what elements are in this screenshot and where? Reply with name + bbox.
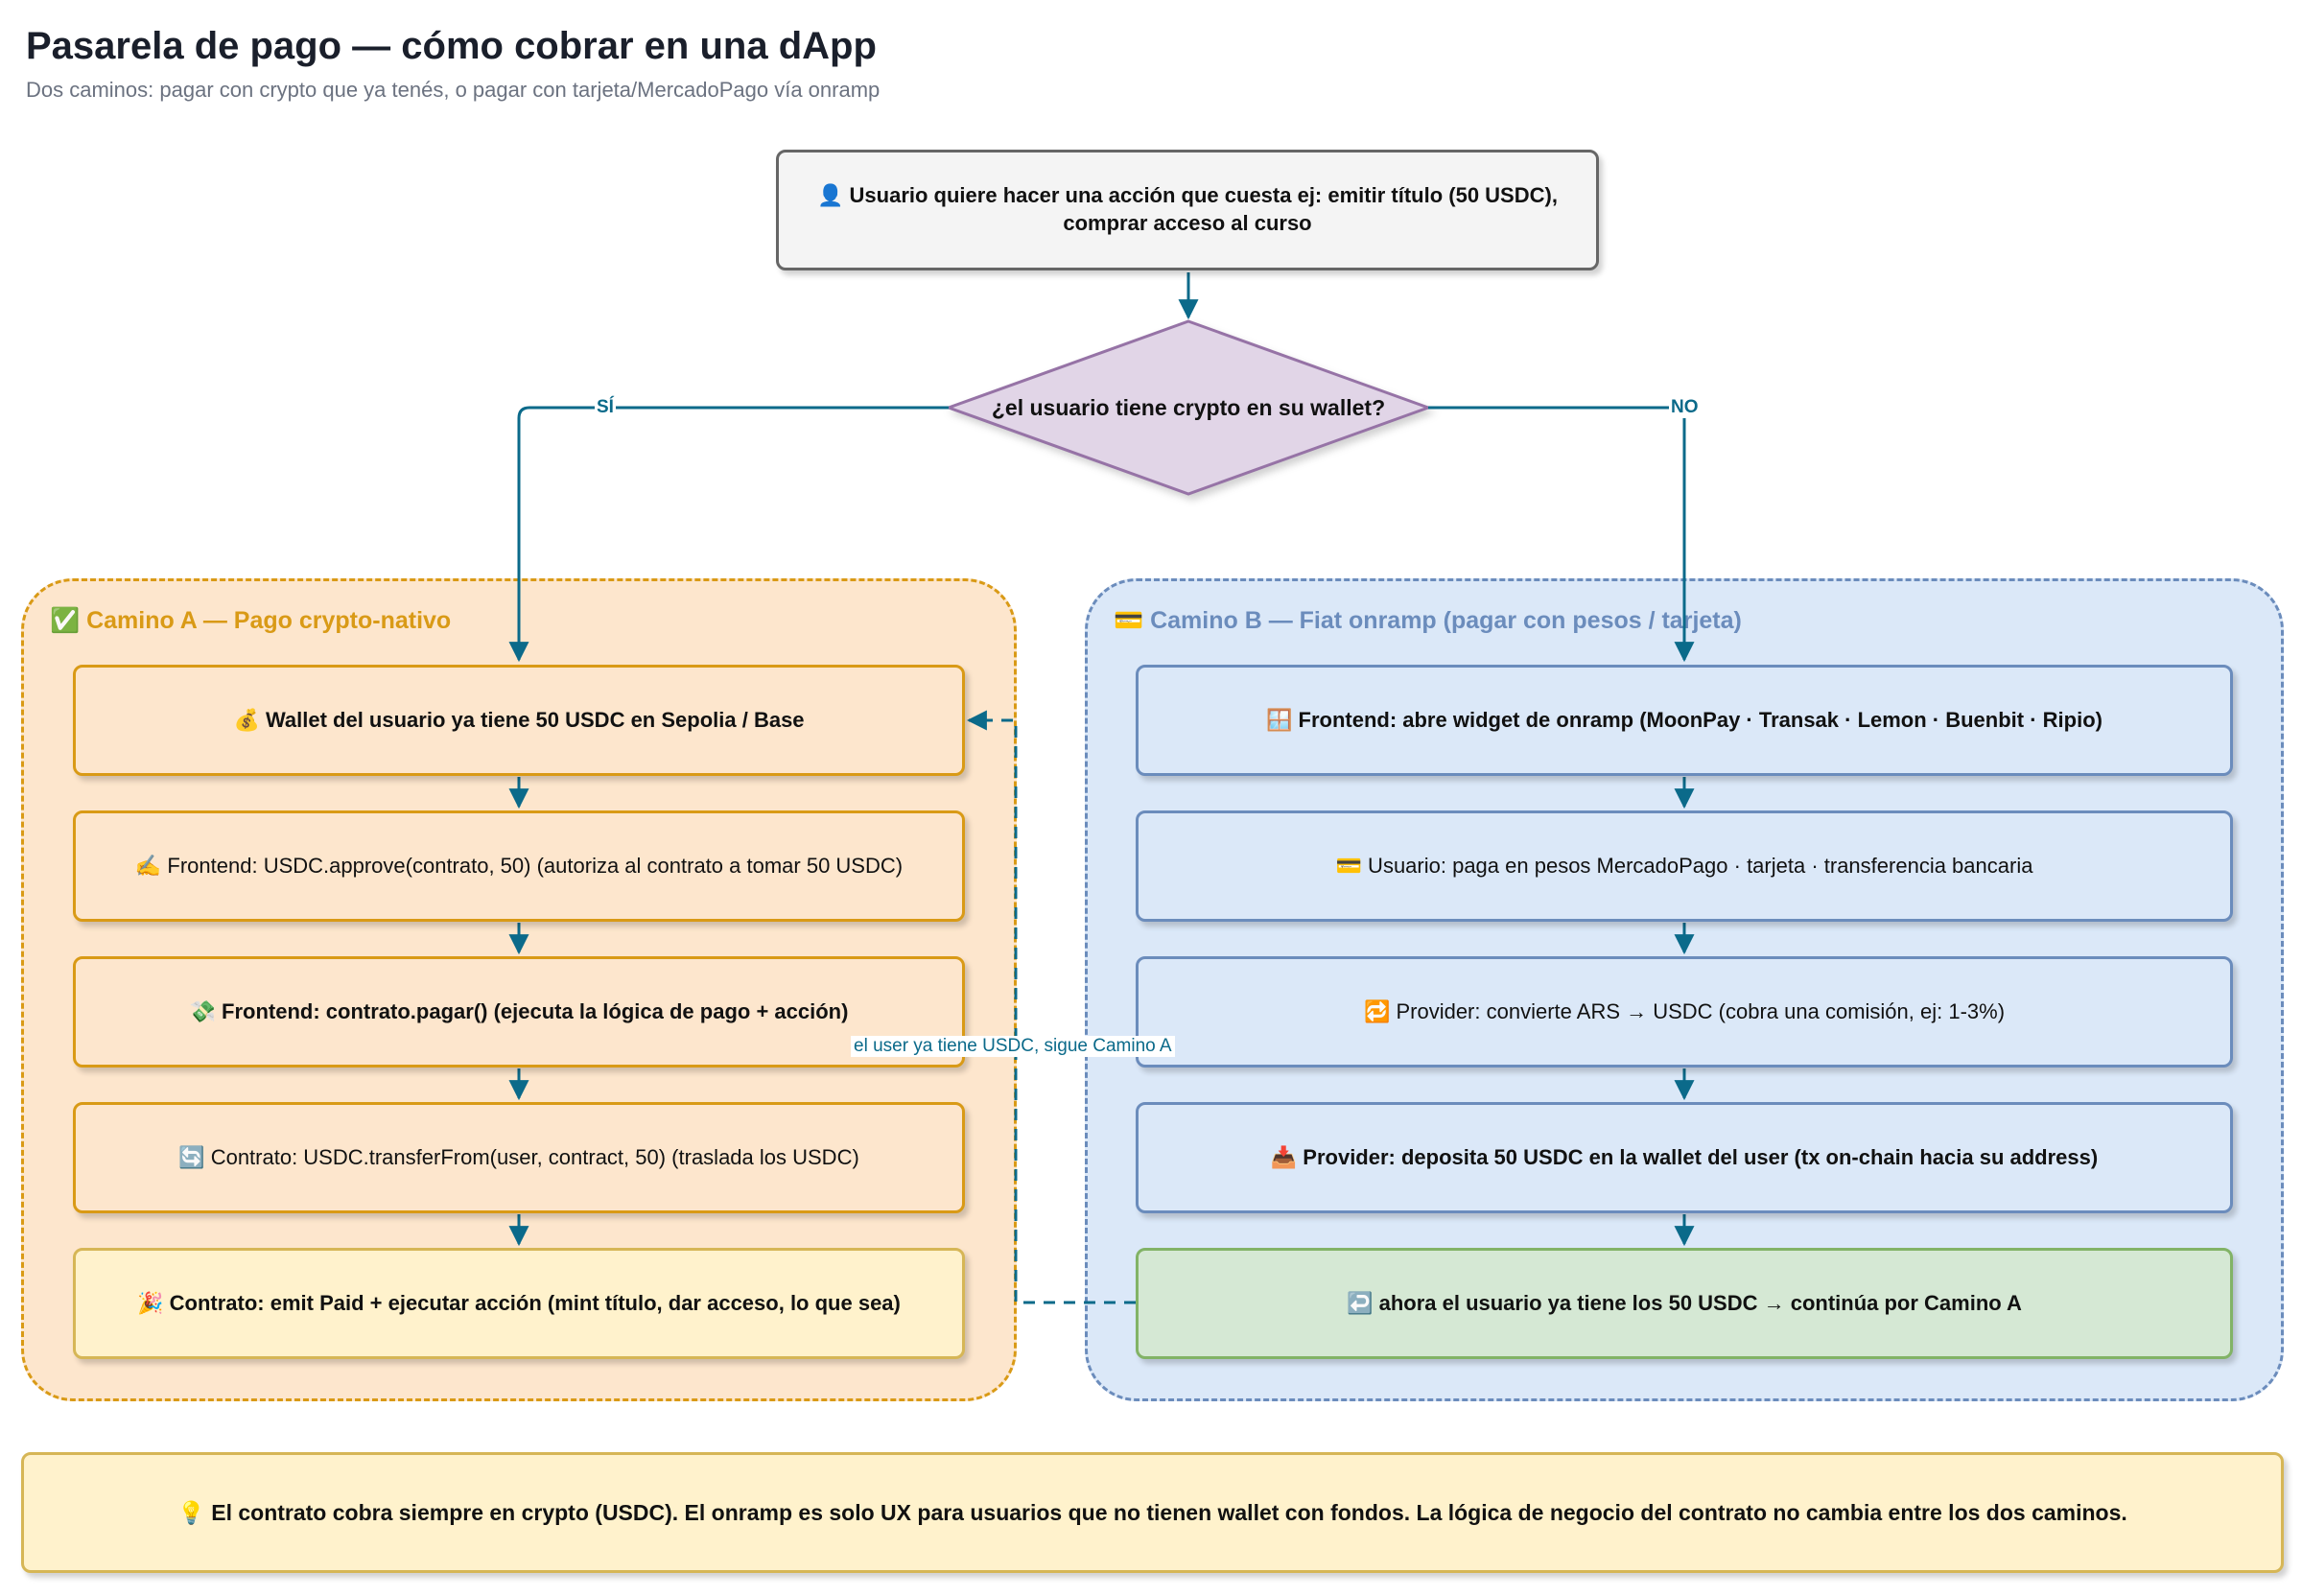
camino-b-step-5: ↩️ ahora el usuario ya tiene los 50 USDC… <box>1136 1248 2233 1359</box>
return-edge-label: el user ya tiene USDC, sigue Camino A <box>851 1036 1175 1057</box>
camino-b-step-2: 💳 Usuario: paga en pesos MercadoPago · t… <box>1136 810 2233 922</box>
edge-yes <box>508 406 949 663</box>
camino-b-label: 💳 Camino B — Fiat onramp (pagar con peso… <box>1114 607 1742 634</box>
edge-label-yes: SÍ <box>595 397 616 418</box>
camino-b-step-3: 🔁 Provider: convierte ARS → USDC (cobra … <box>1136 956 2233 1068</box>
edge-no <box>1428 406 1695 663</box>
camino-b-step-4: 📥 Provider: deposita 50 USDC en la walle… <box>1136 1102 2233 1213</box>
camino-a-step-2: ✍️ Frontend: USDC.approve(contrato, 50) … <box>73 810 965 922</box>
camino-a-step-4: 🔄 Contrato: USDC.transferFrom(user, cont… <box>73 1102 965 1213</box>
footer-note: 💡 El contrato cobra siempre en crypto (U… <box>21 1452 2284 1573</box>
diagram-subtitle: Dos caminos: pagar con crypto que ya ten… <box>26 78 881 102</box>
edge-label-no: NO <box>1669 397 1701 418</box>
edge-return-to-a <box>966 710 1136 1304</box>
camino-a-step-5: 🎉 Contrato: emit Paid + ejecutar acción … <box>73 1248 965 1359</box>
diagram-title: Pasarela de pago — cómo cobrar en una dA… <box>26 25 877 67</box>
camino-a-step-1: 💰 Wallet del usuario ya tiene 50 USDC en… <box>73 665 965 776</box>
decision-text: ¿el usuario tiene crypto en su wallet? <box>991 394 1386 420</box>
start-node: 👤 Usuario quiere hacer una acción que cu… <box>776 150 1599 270</box>
camino-b-step-1: 🪟 Frontend: abre widget de onramp (MoonP… <box>1136 665 2233 776</box>
camino-a-label: ✅ Camino A — Pago crypto-nativo <box>50 607 452 634</box>
decision-diamond <box>944 319 1433 496</box>
camino-a-step-3: 💸 Frontend: contrato.pagar() (ejecuta la… <box>73 956 965 1068</box>
